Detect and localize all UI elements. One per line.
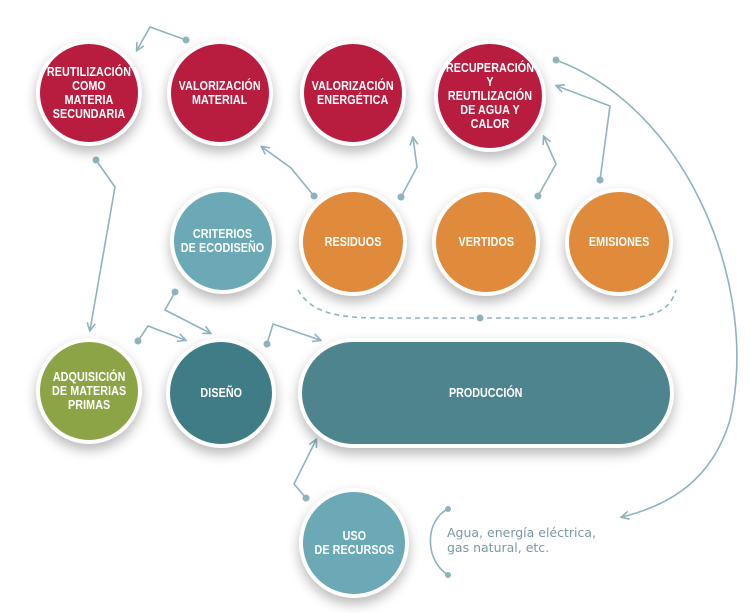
arrow-uso-to-produccion — [293, 440, 316, 499]
arrow-diseno-to-produccion — [266, 322, 320, 345]
arrow-big-curve — [555, 59, 738, 517]
dashed-waste-line — [297, 289, 677, 319]
node-residuos-label: RESIDUOS — [324, 235, 382, 249]
node-criterios-ecodiseno-label: CRITERIOS DE ECODISEÑO — [181, 227, 265, 255]
node-residuos: RESIDUOS — [299, 188, 407, 296]
node-reutilizacion-label: REUTILIZACIÓN COMO MATERIA SECUNDARIA — [46, 65, 132, 121]
node-recuperacion: RECUPERACIÓN Y REUTILIZACIÓN DE AGUA Y C… — [434, 40, 546, 152]
node-uso-recursos: USO DE RECURSOS — [299, 488, 409, 598]
node-produccion: PRODUCCIÓN — [298, 338, 674, 448]
resources-note: Agua, energía eléctrica, gas natural, et… — [447, 525, 597, 555]
node-diseno-label: DISEÑO — [200, 386, 242, 400]
arrow-residuos-to-valmat — [262, 147, 315, 197]
node-reutilizacion: REUTILIZACIÓN COMO MATERIA SECUNDARIA — [36, 40, 142, 146]
node-diseno: DISEÑO — [166, 338, 276, 448]
node-produccion-label: PRODUCCIÓN — [449, 386, 523, 400]
node-vertidos-label: VERTIDOS — [458, 235, 514, 249]
node-adquisicion: ADQUISICIÓN DE MATERIAS PRIMAS — [36, 338, 142, 444]
arrow-adquisicion-to-diseno — [137, 325, 185, 341]
arrow-valmat-to-reutilizacion — [137, 26, 187, 50]
node-valorizacion-energetica: VALORIZACIÓN ENERGÉTICA — [300, 40, 406, 146]
arrow-criterios-to-diseno — [163, 291, 210, 333]
node-uso-recursos-label: USO DE RECURSOS — [314, 529, 394, 557]
node-emisiones: EMISIONES — [565, 188, 673, 296]
node-adquisicion-label: ADQUISICIÓN DE MATERIAS PRIMAS — [51, 370, 127, 412]
arrow-reutilizacion-to-adquisicion — [90, 159, 116, 330]
node-valorizacion-material-label: VALORIZACIÓN MATERIAL — [178, 79, 262, 107]
node-criterios-ecodiseno: CRITERIOS DE ECODISEÑO — [170, 188, 276, 294]
node-recuperacion-label: RECUPERACIÓN Y REUTILIZACIÓN DE AGUA Y C… — [445, 61, 535, 131]
node-valorizacion-energetica-label: VALORIZACIÓN ENERGÉTICA — [311, 79, 395, 107]
arrow-residuos-to-valenerg — [400, 138, 417, 198]
arrow-vertidos-to-recuperacion — [537, 137, 557, 197]
node-emisiones-label: EMISIONES — [588, 235, 650, 249]
arrow-emisiones-to-recuperacion — [557, 86, 611, 181]
note-bracket — [429, 508, 449, 576]
node-vertidos: VERTIDOS — [432, 188, 540, 296]
node-valorizacion-material: VALORIZACIÓN MATERIAL — [167, 40, 273, 146]
